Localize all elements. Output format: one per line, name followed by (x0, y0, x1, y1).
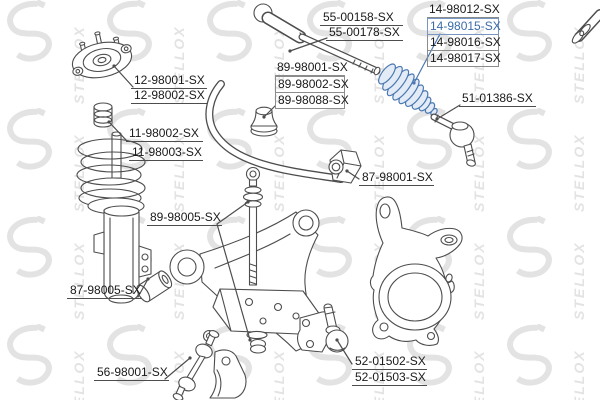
part-number-row-selected[interactable]: 14-98015-SX (427, 18, 501, 35)
part-number: 89-98005-SX (150, 210, 221, 224)
swaybar-center-bushing-drawing (328, 149, 362, 184)
steering-boot-drawing (378, 63, 438, 117)
swaybar-bushing-drawing (250, 106, 278, 137)
part-number: 89-98088-SX (278, 93, 349, 107)
part-number: 14-98016-SX (430, 35, 501, 49)
part-number: 14-98012-SX (429, 2, 500, 16)
part-number: 55-00158-SX (323, 10, 394, 24)
part-number: 89-98002-SX (278, 77, 349, 91)
part-label-ball-joint-2[interactable]: 52-01503-SX (352, 370, 427, 386)
control-arm-drawing (169, 209, 325, 352)
ball-joint-drawing (297, 303, 349, 353)
part-number-row[interactable]: 89-98088-SX (275, 93, 349, 109)
link-bolt-drawing (242, 166, 268, 354)
strut-drawing (87, 197, 152, 304)
part-number: 87-98005-SX (70, 283, 141, 297)
rod-stub-drawing (571, 9, 600, 44)
coil-spring-drawing (76, 131, 146, 208)
part-label-tie-rod-1[interactable]: 55-00158-SX (320, 10, 403, 26)
part-label-strut-mount-2[interactable]: 12-98002-SX (131, 88, 207, 104)
part-number: 14-98015-SX (430, 19, 501, 33)
part-number: 12-98001-SX (134, 73, 205, 87)
part-number: 56-98001-SX (97, 365, 168, 379)
part-label-bump-stop-2[interactable]: 11-98003-SX (129, 145, 203, 161)
part-label-link-bushings[interactable]: 89-98005-SX (147, 210, 222, 226)
part-number: 14-98017-SX (430, 51, 501, 65)
part-number: 55-00178-SX (329, 25, 400, 39)
part-label-ball-joint-1[interactable]: 52-01502-SX (352, 354, 427, 370)
part-number: 12-98002-SX (134, 88, 205, 102)
part-label-arm-bushing[interactable]: 87-98005-SX (67, 283, 142, 299)
sway-bar-drawing (205, 80, 345, 183)
part-label-tie-rod-end[interactable]: 51-01386-SX (459, 91, 536, 107)
part-number: 52-01502-SX (355, 354, 426, 368)
part-number: 52-01503-SX (355, 370, 426, 384)
part-number: 51-01386-SX (462, 91, 533, 105)
part-number-row[interactable]: 14-98012-SX (427, 2, 500, 18)
part-label-tie-rod-2[interactable]: 55-00178-SX (326, 25, 403, 41)
part-label-bump-stop-1[interactable]: 11-98002-SX (126, 126, 203, 142)
part-label-swaybar-center-bushing[interactable]: 87-98001-SX (359, 170, 434, 186)
part-number: 89-98001-SX (277, 60, 348, 74)
tie-rod-end-drawing (430, 113, 476, 167)
part-label-group-boot: 14-98012-SX 14-98015-SX 14-98016-SX 14-9… (427, 2, 501, 67)
part-number: 11-98003-SX (132, 145, 202, 159)
part-label-stabilizer-link[interactable]: 56-98001-SX (94, 365, 169, 381)
stabilizer-link-drawing (172, 329, 247, 400)
part-number-row[interactable]: 89-98002-SX (275, 76, 349, 93)
part-label-group-swaybar-bushings: 89-98001-SX 89-98002-SX 89-98088-SX (275, 60, 349, 109)
steering-knuckle-drawing (369, 196, 463, 346)
part-number-row[interactable]: 89-98001-SX (275, 60, 348, 76)
part-number: 11-98002-SX (129, 126, 199, 140)
strut-mount-drawing (71, 31, 133, 79)
part-label-strut-mount-1[interactable]: 12-98001-SX (131, 73, 207, 89)
part-number: 87-98001-SX (362, 170, 433, 184)
part-number-row[interactable]: 14-98016-SX (427, 35, 501, 51)
part-number-row[interactable]: 14-98017-SX (427, 51, 501, 67)
arm-bushing-drawing (136, 270, 173, 303)
